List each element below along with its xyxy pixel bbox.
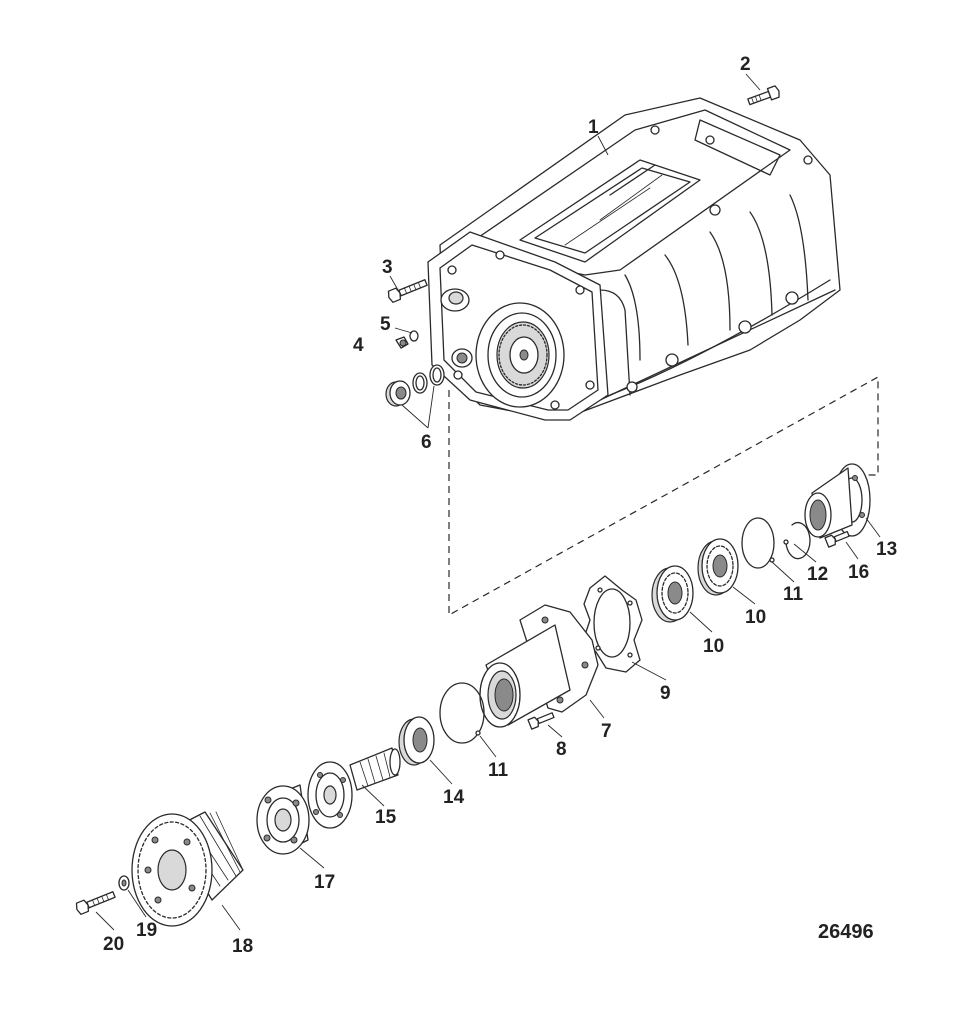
front-cover-part-7 (479, 604, 599, 728)
bolt-part-16 (824, 530, 850, 548)
callout-1: 1 (588, 117, 599, 138)
pulley-part-18 (131, 811, 244, 927)
seal-part-6 (385, 364, 445, 407)
snap-ring-part-12 (785, 521, 811, 560)
callout-10-rear: 10 (745, 607, 766, 628)
callout-15: 15 (375, 807, 397, 828)
snap-ring-part-11-upper (741, 517, 775, 569)
bolt-part-3 (387, 279, 428, 303)
callout-18: 18 (232, 936, 253, 957)
callout-6: 6 (421, 432, 432, 453)
bolt-part-20 (75, 891, 116, 915)
callout-labels: 2 1 3 5 4 6 13 12 16 11 10 10 9 7 8 11 1… (103, 54, 897, 957)
supercharger-housing (427, 97, 841, 421)
callout-17: 17 (314, 872, 335, 893)
bolt-part-2 (747, 85, 780, 106)
callout-4: 4 (353, 335, 364, 356)
seal-part-14 (398, 716, 435, 766)
callout-14: 14 (443, 787, 465, 808)
o-ring-part-5 (409, 330, 419, 342)
bearing-part-10-front (651, 565, 694, 623)
callout-8: 8 (556, 739, 567, 760)
gasket-part-9 (583, 575, 643, 673)
callout-3: 3 (382, 257, 393, 278)
callout-13: 13 (876, 539, 897, 560)
figure-number: 26496 (818, 921, 874, 943)
callout-11-upper: 11 (783, 584, 804, 605)
callout-11-lower: 11 (488, 760, 509, 781)
callout-7: 7 (601, 721, 612, 742)
callout-16: 16 (848, 562, 869, 583)
callout-12: 12 (807, 564, 828, 585)
plug-part-4 (395, 336, 409, 349)
hub-part-17 (256, 784, 310, 855)
leader-lines (95, 73, 881, 931)
callout-10-front: 10 (703, 636, 724, 657)
washer-part-19 (118, 875, 130, 891)
bearing-part-10-rear (697, 538, 739, 596)
callout-19: 19 (136, 920, 157, 941)
assembly-reference-line (448, 375, 879, 617)
bolt-part-8 (527, 712, 555, 730)
callout-20: 20 (103, 934, 124, 955)
callout-5: 5 (380, 314, 391, 335)
bearing-housing-part-13 (804, 463, 871, 539)
callout-9: 9 (660, 683, 671, 704)
snap-ring-part-11-lower (439, 682, 485, 744)
drive-shaft-part-15 (307, 747, 401, 829)
callout-2: 2 (740, 54, 751, 75)
